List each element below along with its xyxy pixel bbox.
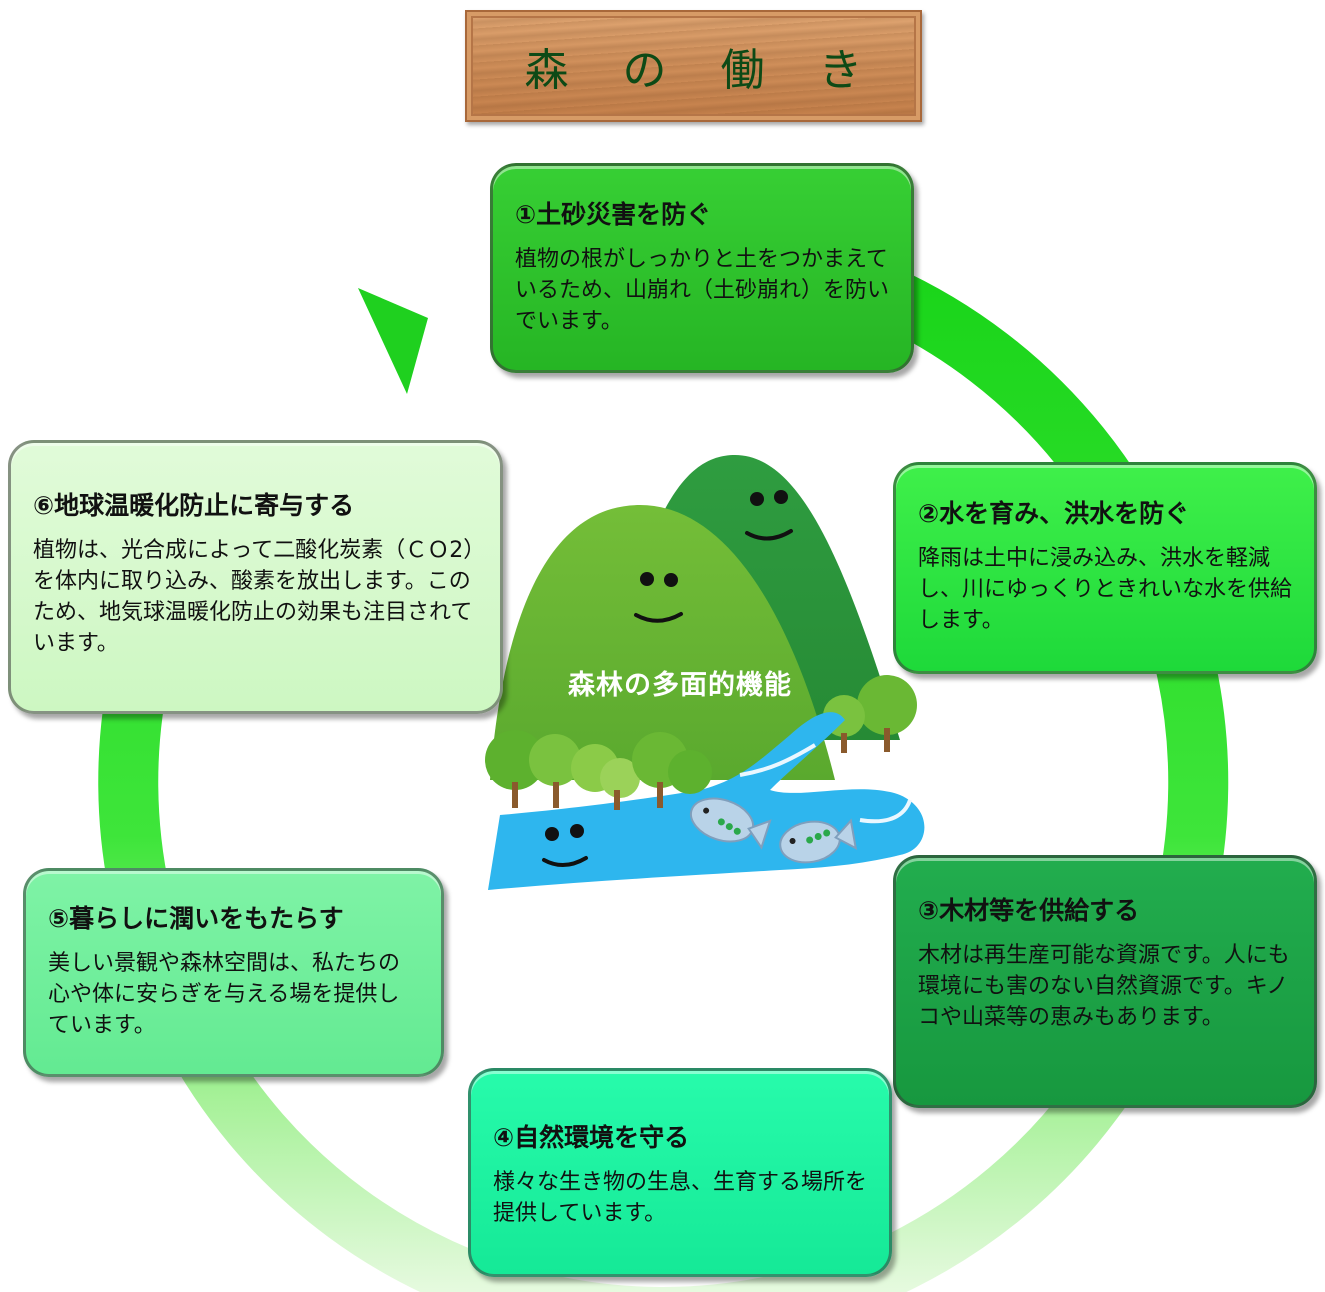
fish (689, 797, 772, 850)
card-body: 美しい景観や森林空間は、私たちの心や体に安らぎを与える場を提供しています。 (48, 951, 401, 1038)
card-body: 様々な生き物の生息、生育する場所を提供しています。 (493, 1170, 868, 1226)
card-enriching-life: ⑤暮らしに潤いをもたらす 美しい景観や森林空間は、私たちの心や体に安らぎを与える… (23, 868, 444, 1077)
cycle-arrowhead (358, 288, 428, 394)
card-body: 木材は再生産可能な資源です。人にも環境にも害のない自然資源です。キノコや山菜等の… (918, 943, 1290, 1030)
card-body: 植物は、光合成によって二酸化炭素（ＣＯ2）を体内に取り込み、酸素を放出します。こ… (33, 538, 475, 656)
card-title: ④自然環境を守る (493, 1123, 690, 1152)
card-title: ①土砂災害を防ぐ (515, 200, 712, 229)
center-label: 森林の多面的機能 (568, 670, 792, 701)
face-smile (634, 612, 683, 623)
card-title: ③木材等を供給する (918, 896, 1140, 925)
face-smile (745, 529, 793, 541)
card-sediment-disaster-prevention: ①土砂災害を防ぐ 植物の根がしっかりと土をつかまえているため、山崩れ（土砂崩れ）… (490, 163, 914, 373)
face-eye (545, 827, 559, 841)
face-eye (640, 572, 654, 586)
front-mountain (490, 505, 835, 780)
card-body: 降雨は土中に浸み込み、洪水を軽減し、川にゆっくりときれいな水を供給します。 (918, 546, 1293, 633)
card-water-flood-prevention: ②水を育み、洪水を防ぐ 降雨は土中に浸み込み、洪水を軽減し、川にゆっくりときれい… (893, 462, 1317, 674)
face-eye (750, 492, 764, 506)
tree-cluster (485, 730, 712, 810)
card-title: ⑤暮らしに潤いをもたらす (48, 904, 344, 933)
card-global-warming-prevention: ⑥地球温暖化防止に寄与する 植物は、光合成によって二酸化炭素（ＣＯ2）を体内に取… (8, 440, 503, 714)
face-smile (542, 856, 588, 867)
face-eye (774, 490, 788, 504)
fish (779, 818, 858, 864)
card-title: ②水を育み、洪水を防ぐ (918, 499, 1190, 528)
card-body: 植物の根がしっかりと土をつかまえているため、山崩れ（土砂崩れ）を防いでいます。 (515, 247, 890, 334)
page-title: 森 の 働 き (524, 45, 883, 96)
card-title: ⑥地球温暖化防止に寄与する (33, 491, 355, 520)
title-plank: 森 の 働 き (465, 10, 922, 122)
face-eye (664, 573, 678, 587)
forest-illustration (485, 455, 925, 890)
face-eye (570, 824, 584, 838)
card-environment-protection: ④自然環境を守る 様々な生き物の生息、生育する場所を提供しています。 (468, 1068, 892, 1277)
card-timber-supply: ③木材等を供給する 木材は再生産可能な資源です。人にも環境にも害のない自然資源で… (893, 855, 1317, 1108)
